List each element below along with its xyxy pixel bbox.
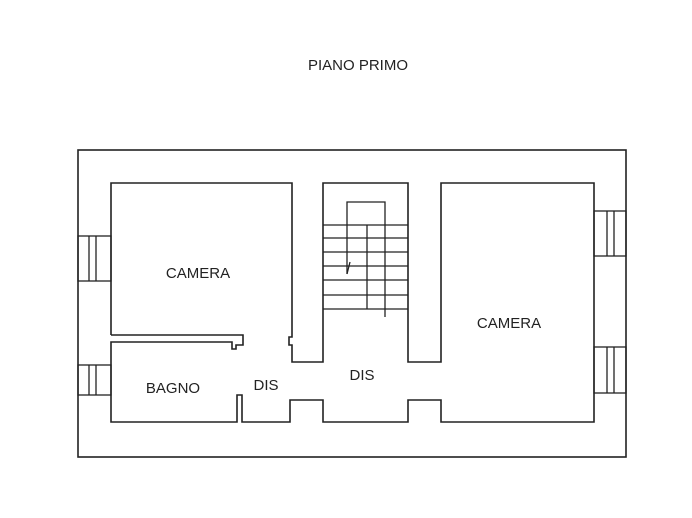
room-label-dis-left: DIS [253, 377, 278, 394]
window-right-top [593, 210, 627, 257]
room-label-camera-right: CAMERA [477, 315, 541, 332]
stair-arrow-icon [346, 261, 351, 275]
window-left-bottom [77, 364, 112, 396]
window-left-top [77, 235, 112, 282]
inner-walls [110, 182, 595, 423]
window-right-bottom [593, 346, 627, 394]
outer-wall [77, 149, 627, 458]
room-label-bagno: BAGNO [146, 380, 200, 397]
staircase [323, 201, 408, 317]
room-label-dis-center: DIS [349, 367, 374, 384]
room-label-camera-left: CAMERA [166, 265, 230, 282]
plan-title: PIANO PRIMO [308, 57, 408, 74]
